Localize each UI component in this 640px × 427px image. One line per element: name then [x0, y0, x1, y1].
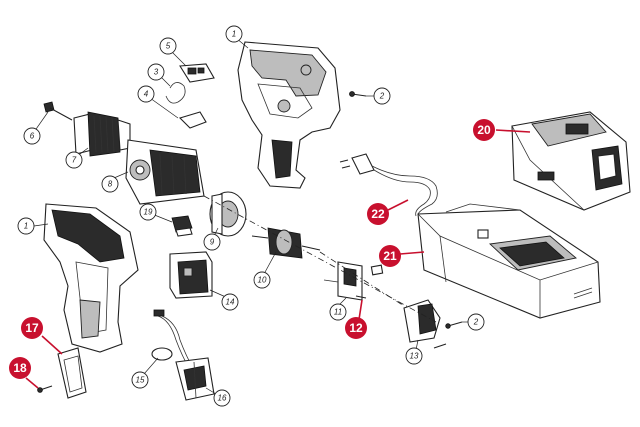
- armature: [251, 227, 321, 259]
- svg-text:12: 12: [349, 321, 363, 335]
- motor-cap: [403, 299, 441, 343]
- callout-12-highlight: 12: [345, 317, 367, 339]
- motor-axis: [203, 195, 437, 323]
- spring: [165, 82, 186, 104]
- callout-1-left: 1: [17, 217, 35, 235]
- brush-axis: [319, 251, 405, 307]
- callout-7: 7: [65, 151, 83, 169]
- bit-screw: [43, 101, 73, 121]
- svg-text:17: 17: [25, 321, 39, 335]
- callout-6: 6: [23, 127, 41, 145]
- belt-clip-screw: [37, 385, 53, 393]
- svg-text:9: 9: [210, 238, 215, 247]
- callout-21-highlight: 21: [379, 245, 401, 267]
- callout-9: 9: [203, 233, 221, 251]
- callout-10: 10: [253, 271, 271, 289]
- svg-text:16: 16: [218, 394, 227, 403]
- callout-4: 4: [137, 85, 155, 103]
- belt-clip: [57, 347, 87, 399]
- svg-text:4: 4: [144, 90, 149, 99]
- svg-text:1: 1: [232, 30, 236, 39]
- screw-lower: [433, 321, 463, 349]
- svg-text:19: 19: [144, 208, 153, 217]
- svg-text:2: 2: [379, 92, 385, 101]
- svg-text:3: 3: [154, 68, 159, 77]
- callout-13: 13: [405, 347, 423, 365]
- motor-can: [209, 191, 247, 237]
- red-leader-lines: [25, 129, 531, 389]
- svg-text:2: 2: [473, 318, 479, 327]
- callout-17-highlight: 17: [21, 317, 43, 339]
- callout-11: 11: [329, 303, 347, 321]
- callout-19: 19: [139, 203, 157, 221]
- callout-16: 16: [213, 389, 231, 407]
- svg-text:6: 6: [30, 132, 35, 141]
- gearbox: [125, 139, 205, 205]
- svg-text:10: 10: [258, 276, 267, 285]
- callout-5: 5: [159, 37, 177, 55]
- svg-text:11: 11: [334, 308, 342, 317]
- power-cord: [339, 153, 438, 217]
- callout-20-highlight: 20: [473, 119, 495, 141]
- callout-8: 8: [101, 175, 119, 193]
- switch: [169, 251, 213, 299]
- callout-18-highlight: 18: [9, 357, 31, 379]
- callout-2-top: 2: [373, 87, 391, 105]
- charger: [417, 203, 601, 319]
- housing-half-top: [237, 41, 341, 189]
- svg-text:18: 18: [13, 361, 27, 375]
- spring-clip: [178, 111, 207, 129]
- svg-text:14: 14: [226, 298, 235, 307]
- svg-text:13: 13: [410, 352, 419, 361]
- callout-22-highlight: 22: [367, 203, 389, 225]
- svg-text:22: 22: [371, 207, 385, 221]
- brush-holder: [323, 261, 363, 301]
- direction-lever: [171, 215, 193, 237]
- svg-text:15: 15: [136, 376, 145, 385]
- switch-plate: [179, 63, 215, 83]
- callout-1-top: 1: [225, 25, 243, 43]
- battery: [511, 111, 631, 211]
- chuck: [73, 111, 131, 157]
- carbon-brushes: [355, 264, 384, 299]
- svg-text:5: 5: [166, 42, 171, 51]
- screw-top: [349, 91, 367, 97]
- svg-text:1: 1: [24, 222, 28, 231]
- housing-half-left: [43, 203, 139, 353]
- callout-15: 15: [131, 371, 149, 389]
- terminal-block: [175, 357, 215, 401]
- callout-2-lower: 2: [467, 313, 485, 331]
- svg-text:20: 20: [477, 123, 491, 137]
- svg-text:7: 7: [72, 156, 77, 165]
- svg-text:8: 8: [108, 180, 113, 189]
- callout-3: 3: [147, 63, 165, 81]
- svg-text:21: 21: [383, 249, 397, 263]
- callout-14: 14: [221, 293, 239, 311]
